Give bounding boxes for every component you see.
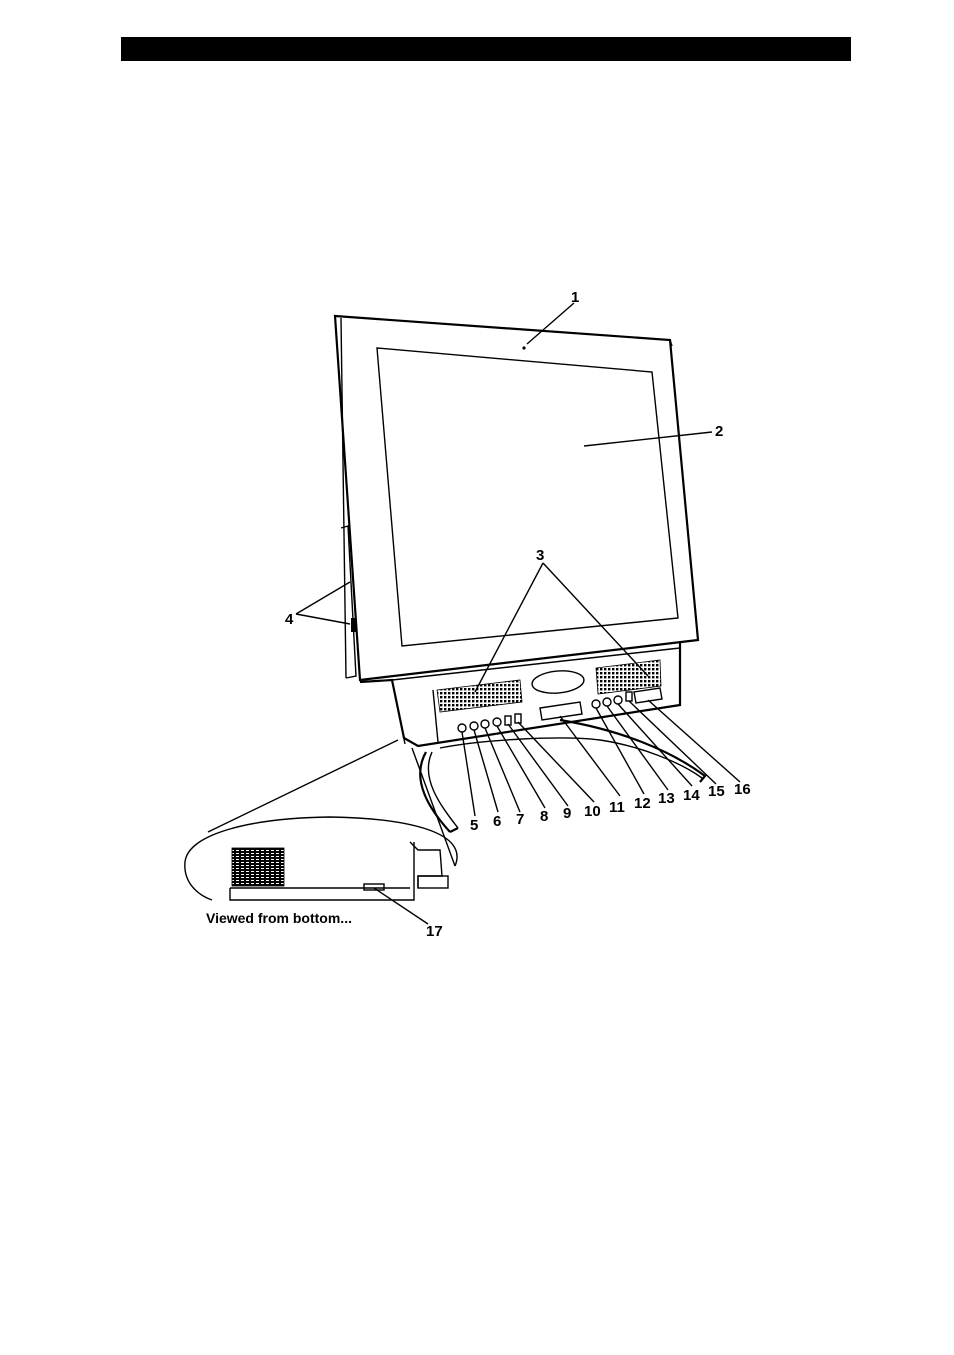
callout-3: 3: [536, 547, 544, 564]
inset-leader-lines: [207, 739, 456, 867]
logo-oval: [531, 670, 585, 694]
callout-8: 8: [540, 808, 548, 825]
stand: [419, 718, 707, 833]
lcd-screen: [376, 347, 679, 647]
callout-7: 7: [516, 811, 524, 828]
callout-1: 1: [571, 289, 579, 306]
callout-17: 17: [426, 923, 443, 940]
callout-2: 2: [715, 423, 723, 440]
callout-5: 5: [470, 817, 478, 834]
callout-15: 15: [708, 783, 725, 800]
callout-6: 6: [493, 813, 501, 830]
microphone: [522, 346, 526, 350]
callout-12: 12: [634, 795, 651, 812]
callout-leaders: [295, 302, 741, 925]
left-speaker-grill: [436, 679, 523, 713]
monitor-bezel: [333, 314, 700, 682]
callout-4: 4: [285, 611, 294, 628]
side-card-slot: [340, 525, 357, 679]
inset-caption: Viewed from bottom...: [206, 910, 352, 926]
bottom-view-inset: [184, 816, 458, 901]
callout-11: 11: [609, 799, 625, 816]
right-speaker-grill: [595, 659, 662, 695]
base-housing: [359, 643, 682, 748]
callout-16: 16: [734, 781, 751, 798]
callout-13: 13: [658, 790, 675, 807]
header-bar: [121, 37, 851, 61]
callout-9: 9: [563, 805, 571, 822]
callout-14: 14: [683, 787, 700, 804]
callout-10: 10: [584, 803, 601, 820]
